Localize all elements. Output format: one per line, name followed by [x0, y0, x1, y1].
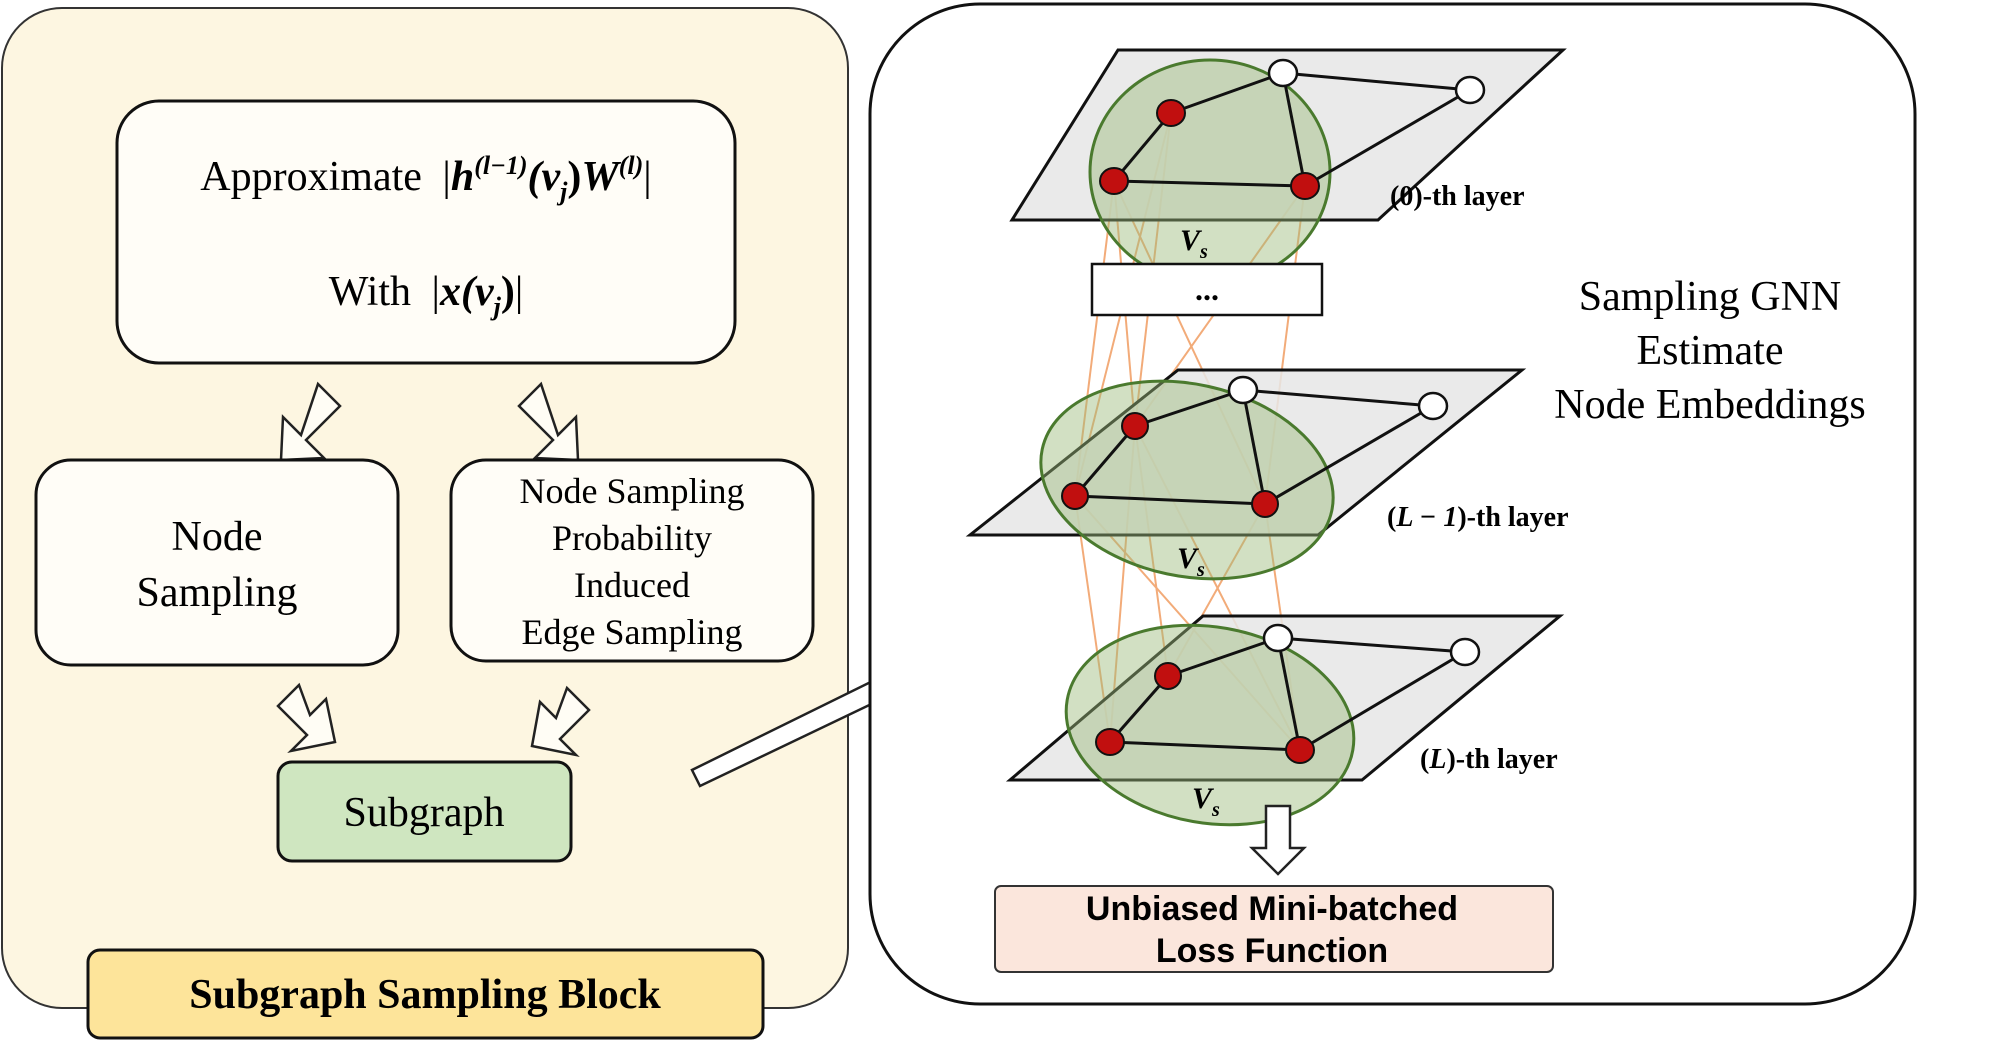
- approximation-line2: With |x(vj)|: [329, 269, 524, 321]
- hollow-arrow-down-to-loss-icon: [1248, 804, 1308, 876]
- block-title: Subgraph Sampling Block: [189, 972, 661, 1018]
- layer-l-sampled-node: [1154, 662, 1182, 690]
- layer-0-sampled-node: [1290, 172, 1320, 200]
- loss-function-box: [994, 885, 1554, 973]
- hollow-arrow-into-subgraph-left-icon: [276, 682, 337, 754]
- layer-l-unsampled-node: [1262, 623, 1294, 653]
- edge-sampling-line1: Node Sampling: [520, 471, 745, 511]
- node-sampling-line1: Node: [172, 514, 263, 560]
- layer-0-label: (0)-th layer: [1390, 181, 1525, 212]
- gnn-title-line1: Sampling GNN: [1579, 274, 1842, 320]
- layer-l-sampled-node: [1285, 736, 1315, 764]
- layer-l-minus-1: Vs (L − 1)-th layer: [965, 368, 1569, 581]
- layer-l-plane: [1005, 614, 1565, 782]
- sampling-gnn-panel: Sampling GNN Estimate Node Embeddings: [868, 2, 1917, 1006]
- layer-l-minus-1-plane: [965, 368, 1527, 537]
- layer-l-minus-1-unsampled-node: [1227, 375, 1259, 405]
- layer-0: Vs (0)-th layer: [1009, 48, 1567, 286]
- layer-0-unsampled-node: [1267, 58, 1299, 88]
- layer-l-sampled-node: [1095, 728, 1125, 756]
- layer-l-minus-1-sampled-node: [1251, 490, 1279, 518]
- layer-0-vs-label: Vs: [1180, 224, 1208, 263]
- edge-sampling-line4: Edge Sampling: [522, 612, 743, 652]
- layer-l-minus-1-vs-label: Vs: [1177, 542, 1205, 581]
- ellipsis-label: ...: [1195, 271, 1219, 307]
- layer-l-vs-label: Vs: [1192, 782, 1220, 821]
- layer-l: Vs (L)-th layer: [1005, 614, 1565, 827]
- subgraph-label: Subgraph: [344, 790, 505, 836]
- layer-l-label: (L)-th layer: [1420, 744, 1558, 775]
- layer-0-sampled-node: [1099, 167, 1129, 195]
- block-title-box: [86, 948, 765, 1040]
- edge-sampling-line3: Induced: [574, 565, 690, 605]
- gnn-title-line3: Node Embeddings: [1554, 382, 1865, 428]
- loss-function-line2: Loss Function: [1156, 932, 1388, 970]
- node-sampling-box: [34, 458, 400, 667]
- layer-l-minus-1-sampled-node: [1121, 412, 1149, 440]
- approximation-box: [115, 99, 737, 365]
- loss-function-line1: Unbiased Mini-batched: [1086, 890, 1458, 928]
- edge-sampling-box: [449, 458, 815, 663]
- layer-l-minus-1-unsampled-node: [1417, 391, 1449, 421]
- layer-0-sample-region: [1088, 58, 1332, 286]
- hollow-arrow-into-subgraph-right-icon: [530, 685, 591, 758]
- layer-l-unsampled-node: [1449, 637, 1481, 667]
- layer-l-sample-region: [1064, 623, 1356, 827]
- layer-0-plane: [1009, 48, 1567, 222]
- layer-0-unsampled-node: [1454, 75, 1486, 105]
- layer-l-minus-1-sample-region: [1039, 379, 1335, 581]
- node-sampling-line2: Sampling: [136, 570, 297, 616]
- approximation-line1: Approximate |h(l−1)(vj)W(l)|: [200, 151, 651, 206]
- edge-sampling-line2: Probability: [552, 518, 712, 558]
- layer-l-minus-1-label: (L − 1)-th layer: [1387, 502, 1569, 533]
- ellipsis-box: [1090, 262, 1324, 317]
- layer-l-minus-1-sampled-node: [1061, 482, 1089, 510]
- subgraph-box: [276, 760, 573, 863]
- subgraph-sampling-block: Approximate |h(l−1)(vj)W(l)| With |x(vj)…: [1, 7, 849, 1040]
- layer-0-sampled-node: [1156, 99, 1186, 127]
- gnn-title-line2: Estimate: [1637, 328, 1784, 374]
